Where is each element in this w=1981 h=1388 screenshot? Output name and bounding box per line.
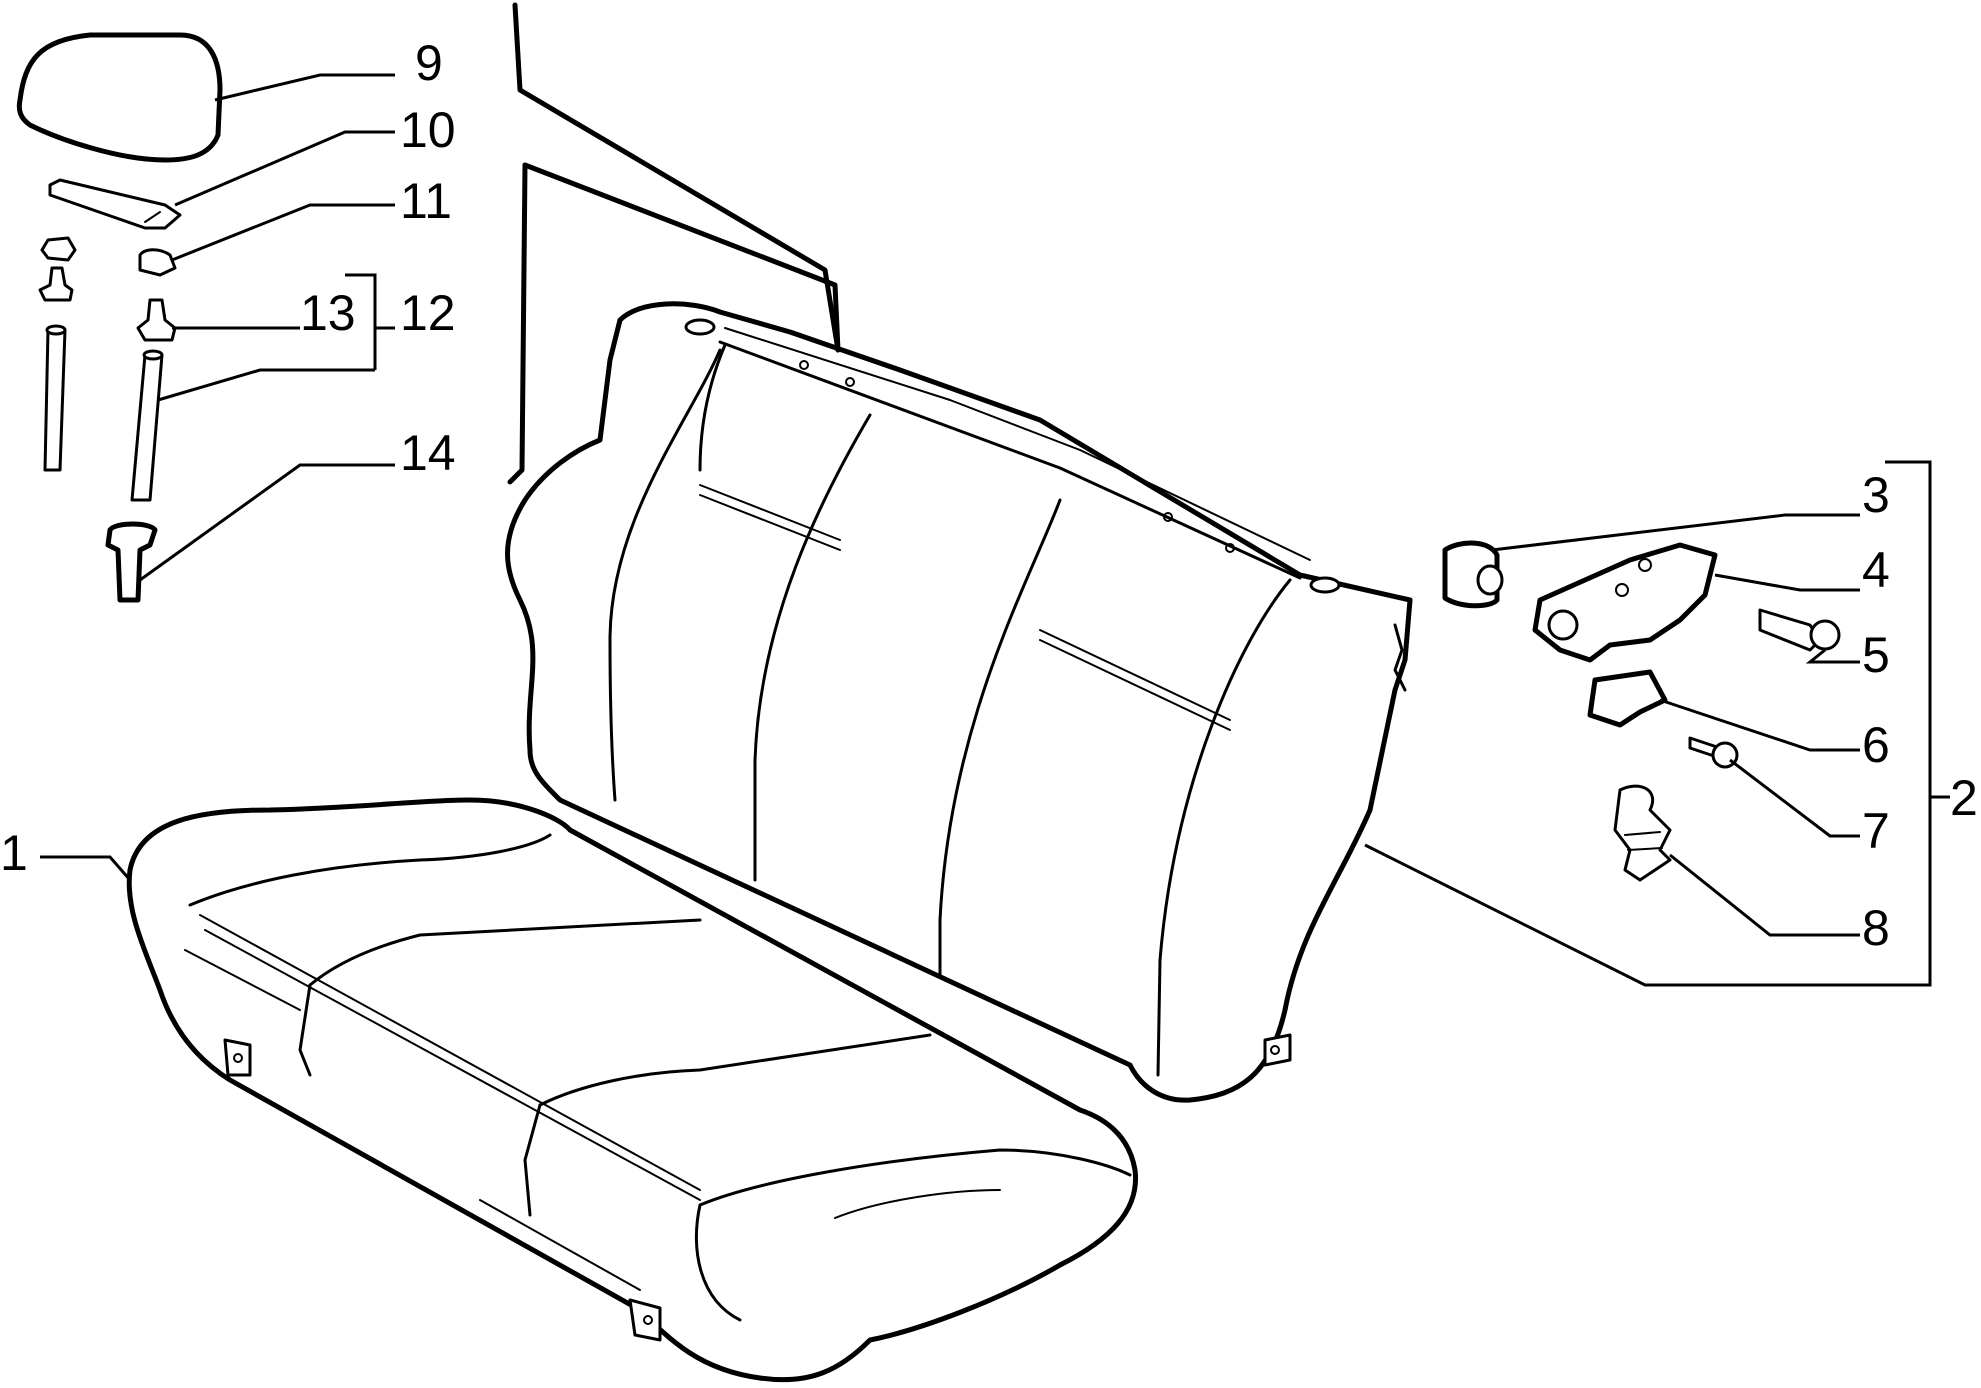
seat-backrest [505, 301, 1413, 1103]
callout-4: 4 [1862, 542, 1890, 598]
cover-strip [48, 178, 182, 230]
callout-7: 7 [1862, 803, 1890, 859]
seat-cushion [126, 797, 1139, 1383]
callout-labels: 1 2 3 4 5 6 7 8 9 10 11 12 13 14 [0, 35, 1978, 956]
callout-12: 12 [400, 285, 456, 341]
callout-9: 9 [415, 35, 443, 91]
leader-lines [40, 2, 1950, 987]
callout-1: 1 [0, 825, 28, 881]
callout-8: 8 [1862, 900, 1890, 956]
callout-11: 11 [400, 173, 452, 229]
headrest-pad [16, 32, 223, 163]
callout-3: 3 [1862, 467, 1890, 523]
callout-2: 2 [1950, 770, 1978, 826]
callout-5: 5 [1862, 627, 1890, 683]
callout-10: 10 [400, 102, 456, 158]
headrest-parts [16, 32, 223, 603]
callout-14: 14 [400, 425, 456, 481]
callout-13: 13 [300, 285, 356, 341]
hinge-hardware [1442, 540, 1841, 882]
callout-6: 6 [1862, 717, 1890, 773]
